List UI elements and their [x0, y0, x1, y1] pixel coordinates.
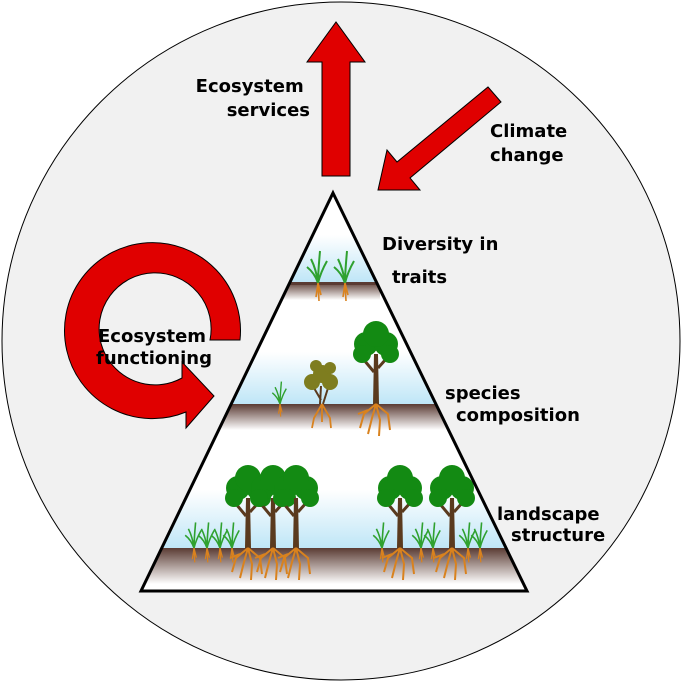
- band-landscape-soil: [141, 548, 527, 584]
- label-landscape-structure: landscape structure: [497, 504, 606, 546]
- label-ecosystem-services: Ecosystem services: [196, 76, 310, 121]
- arrow-up-icon: [306, 21, 366, 177]
- label-diversity-in-traits: Diversity in traits: [382, 234, 505, 288]
- pyramid-outline: [138, 189, 530, 593]
- label-ecosystem-functioning: Ecosystem functioning: [96, 326, 212, 369]
- label-species-composition: species composition: [445, 383, 580, 426]
- label-climate-change: Climate change: [490, 121, 574, 166]
- arrow-down-left-icon: [377, 86, 502, 191]
- band-traits-soil: [280, 282, 380, 300]
- cycle-arrow-icon: [64, 242, 241, 430]
